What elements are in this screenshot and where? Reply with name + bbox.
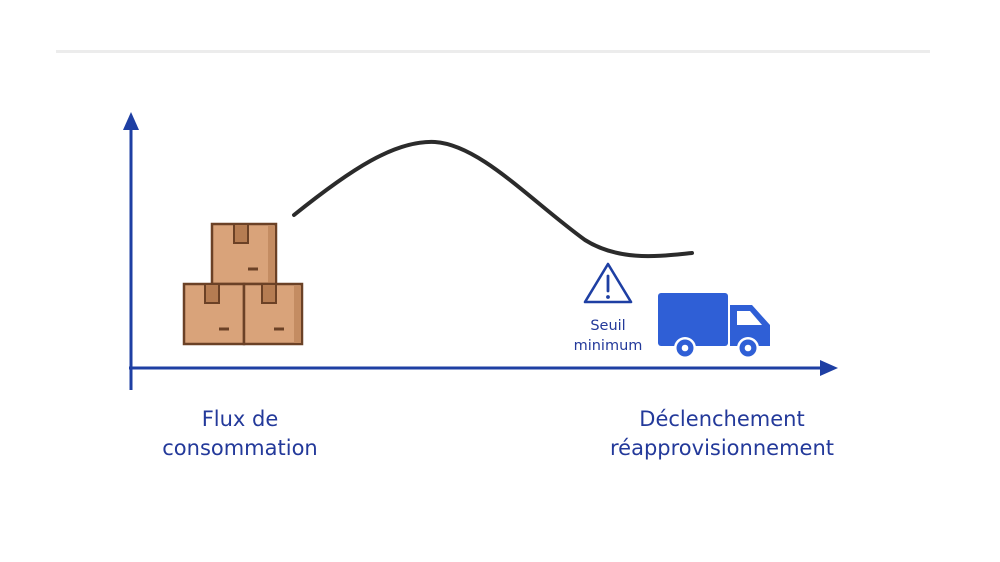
stacked-boxes-icon: [182, 222, 304, 346]
replenishment-trigger-label: Déclenchement réapprovisionnement: [592, 405, 852, 463]
threshold-label-line1: Seuil: [590, 318, 626, 334]
threshold-label-line2: minimum: [573, 338, 643, 354]
y-axis: [123, 112, 139, 390]
consumption-flow-label-line2: consommation: [162, 436, 318, 460]
consumption-flow-label: Flux de consommation: [135, 405, 345, 463]
warning-triangle-icon: [583, 262, 633, 304]
consumption-flow-label-line1: Flux de: [201, 407, 279, 431]
delivery-truck-icon: [658, 293, 770, 359]
threshold-label: Seuil minimum: [560, 316, 656, 356]
consumption-curve: [292, 139, 694, 259]
top-divider: [56, 50, 930, 53]
replenishment-trigger-label-line2: réapprovisionnement: [610, 436, 834, 460]
x-axis: [129, 360, 838, 376]
replenishment-trigger-label-line1: Déclenchement: [639, 407, 805, 431]
